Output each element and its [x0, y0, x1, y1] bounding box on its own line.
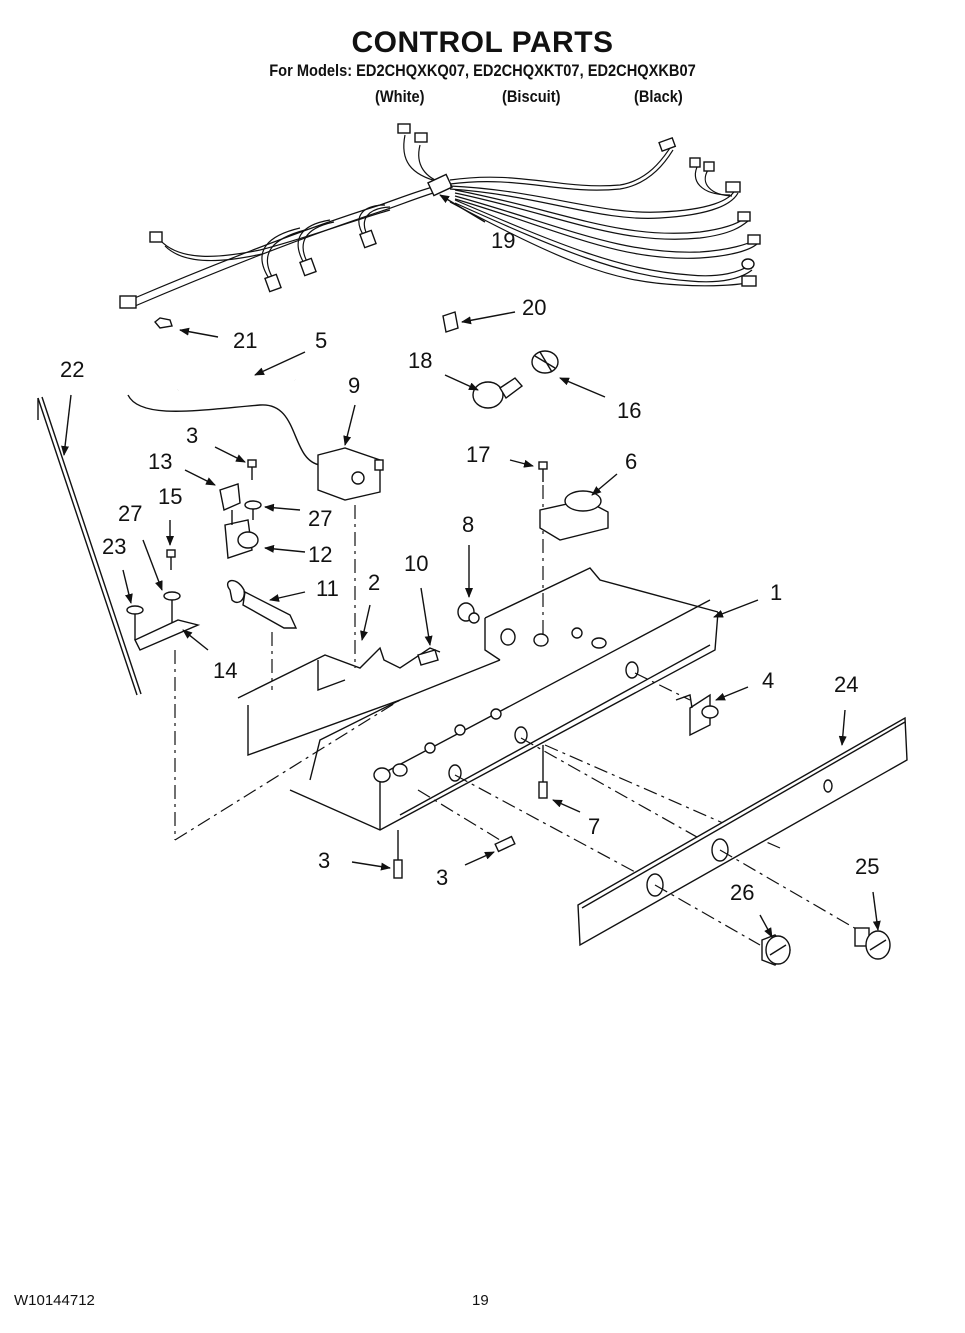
label-part-5: 5 [315, 328, 327, 353]
label-part-27-left: 27 [118, 501, 142, 526]
part-1-housing [289, 567, 719, 831]
label-part-27-right: 27 [308, 506, 332, 531]
part-8-grommet [457, 602, 480, 624]
page-title: CONTROL PARTS [351, 26, 614, 59]
document-number: W10144712 [14, 1292, 95, 1309]
label-part-9: 9 [348, 373, 360, 398]
label-part-14: 14 [213, 658, 237, 683]
label-part-11: 11 [316, 576, 339, 601]
label-part-12: 12 [308, 542, 332, 567]
label-part-22: 22 [60, 357, 84, 382]
label-part-16: 16 [617, 398, 641, 423]
part-20-clip [442, 311, 459, 333]
label-part-3-side: 3 [436, 865, 448, 890]
part-25-knob [854, 927, 891, 960]
label-part-3-bottom: 3 [318, 848, 330, 873]
models-line: For Models: ED2CHQXKQ07, ED2CHQXKT07, ED… [269, 61, 696, 80]
part-2-bracket [237, 646, 441, 699]
color-black: (Black) [634, 87, 683, 106]
label-part-15: 15 [158, 484, 182, 509]
color-white: (White) [375, 87, 425, 106]
page-number: 19 [472, 1292, 489, 1309]
callout-arrows [61, 194, 881, 938]
label-part-1: 1 [770, 580, 782, 605]
part-18-bulb [472, 377, 524, 409]
label-part-21: 21 [233, 328, 257, 353]
label-part-17: 17 [466, 442, 490, 467]
label-part-13: 13 [148, 449, 172, 474]
label-part-19: 19 [491, 228, 515, 253]
label-part-25: 25 [855, 854, 879, 879]
label-part-10: 10 [404, 551, 428, 576]
label-part-26: 26 [730, 880, 754, 905]
part-6-timer [539, 490, 609, 541]
part-4-switch [675, 693, 719, 737]
label-part-24: 24 [834, 672, 858, 697]
part-11-shaft [226, 579, 298, 629]
label-part-7: 7 [588, 814, 600, 839]
part-24-panel [577, 716, 908, 947]
label-part-18: 18 [408, 348, 432, 373]
label-part-3-top: 3 [186, 423, 198, 448]
part-16-socket [531, 350, 559, 374]
label-part-2: 2 [368, 570, 380, 595]
label-part-20: 20 [522, 295, 546, 320]
part-3-screw-side [494, 835, 516, 853]
part-7-screw [538, 745, 548, 799]
label-part-8: 8 [462, 512, 474, 537]
label-part-23: 23 [102, 534, 126, 559]
wire-harness [119, 123, 761, 309]
part-13-clip [219, 483, 241, 511]
part-5-tube [177, 375, 296, 392]
label-part-6: 6 [625, 449, 637, 474]
part-17-screw [538, 461, 548, 482]
color-biscuit: (Biscuit) [502, 87, 561, 106]
part-14-arm [134, 619, 201, 651]
part-9-thermostat [317, 447, 381, 501]
part-10-screw [417, 649, 439, 666]
part-3-screw-bottom [393, 830, 403, 879]
label-part-4: 4 [762, 668, 774, 693]
part-21-clip [154, 317, 173, 329]
part-26-knob [761, 934, 791, 966]
